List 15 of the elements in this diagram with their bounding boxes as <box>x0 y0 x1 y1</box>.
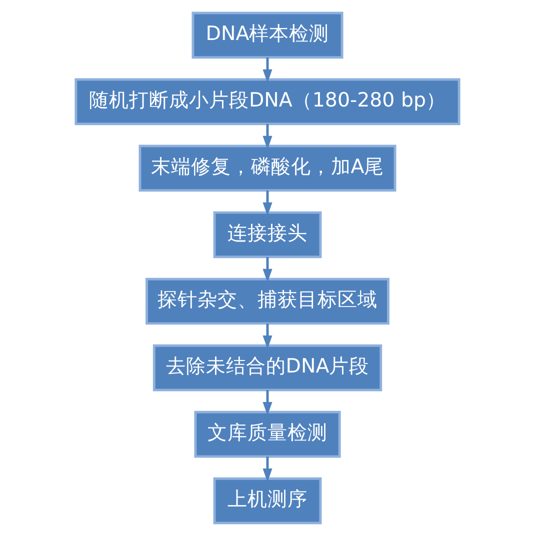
arrow <box>262 390 272 416</box>
arrow <box>262 57 272 83</box>
arrow <box>262 256 272 283</box>
node-box: 随机打断成小片段DNA（180-280 bp） <box>74 78 460 126</box>
arrow <box>262 190 272 216</box>
node-box: 上机测序 <box>212 477 322 524</box>
node-box: 探针杂交、捕获目标区域 <box>145 278 389 325</box>
node-box: 末端修复，磷酸化，加A尾 <box>138 144 396 192</box>
node-box: 文库质量检测 <box>194 410 340 458</box>
arrow <box>262 456 272 482</box>
arrow <box>262 124 272 150</box>
arrow <box>262 323 272 350</box>
node-box: 去除未结合的DNA片段 <box>152 344 382 392</box>
node-box: DNA样本检测 <box>191 12 343 59</box>
node-box: 连接接头 <box>212 211 322 258</box>
